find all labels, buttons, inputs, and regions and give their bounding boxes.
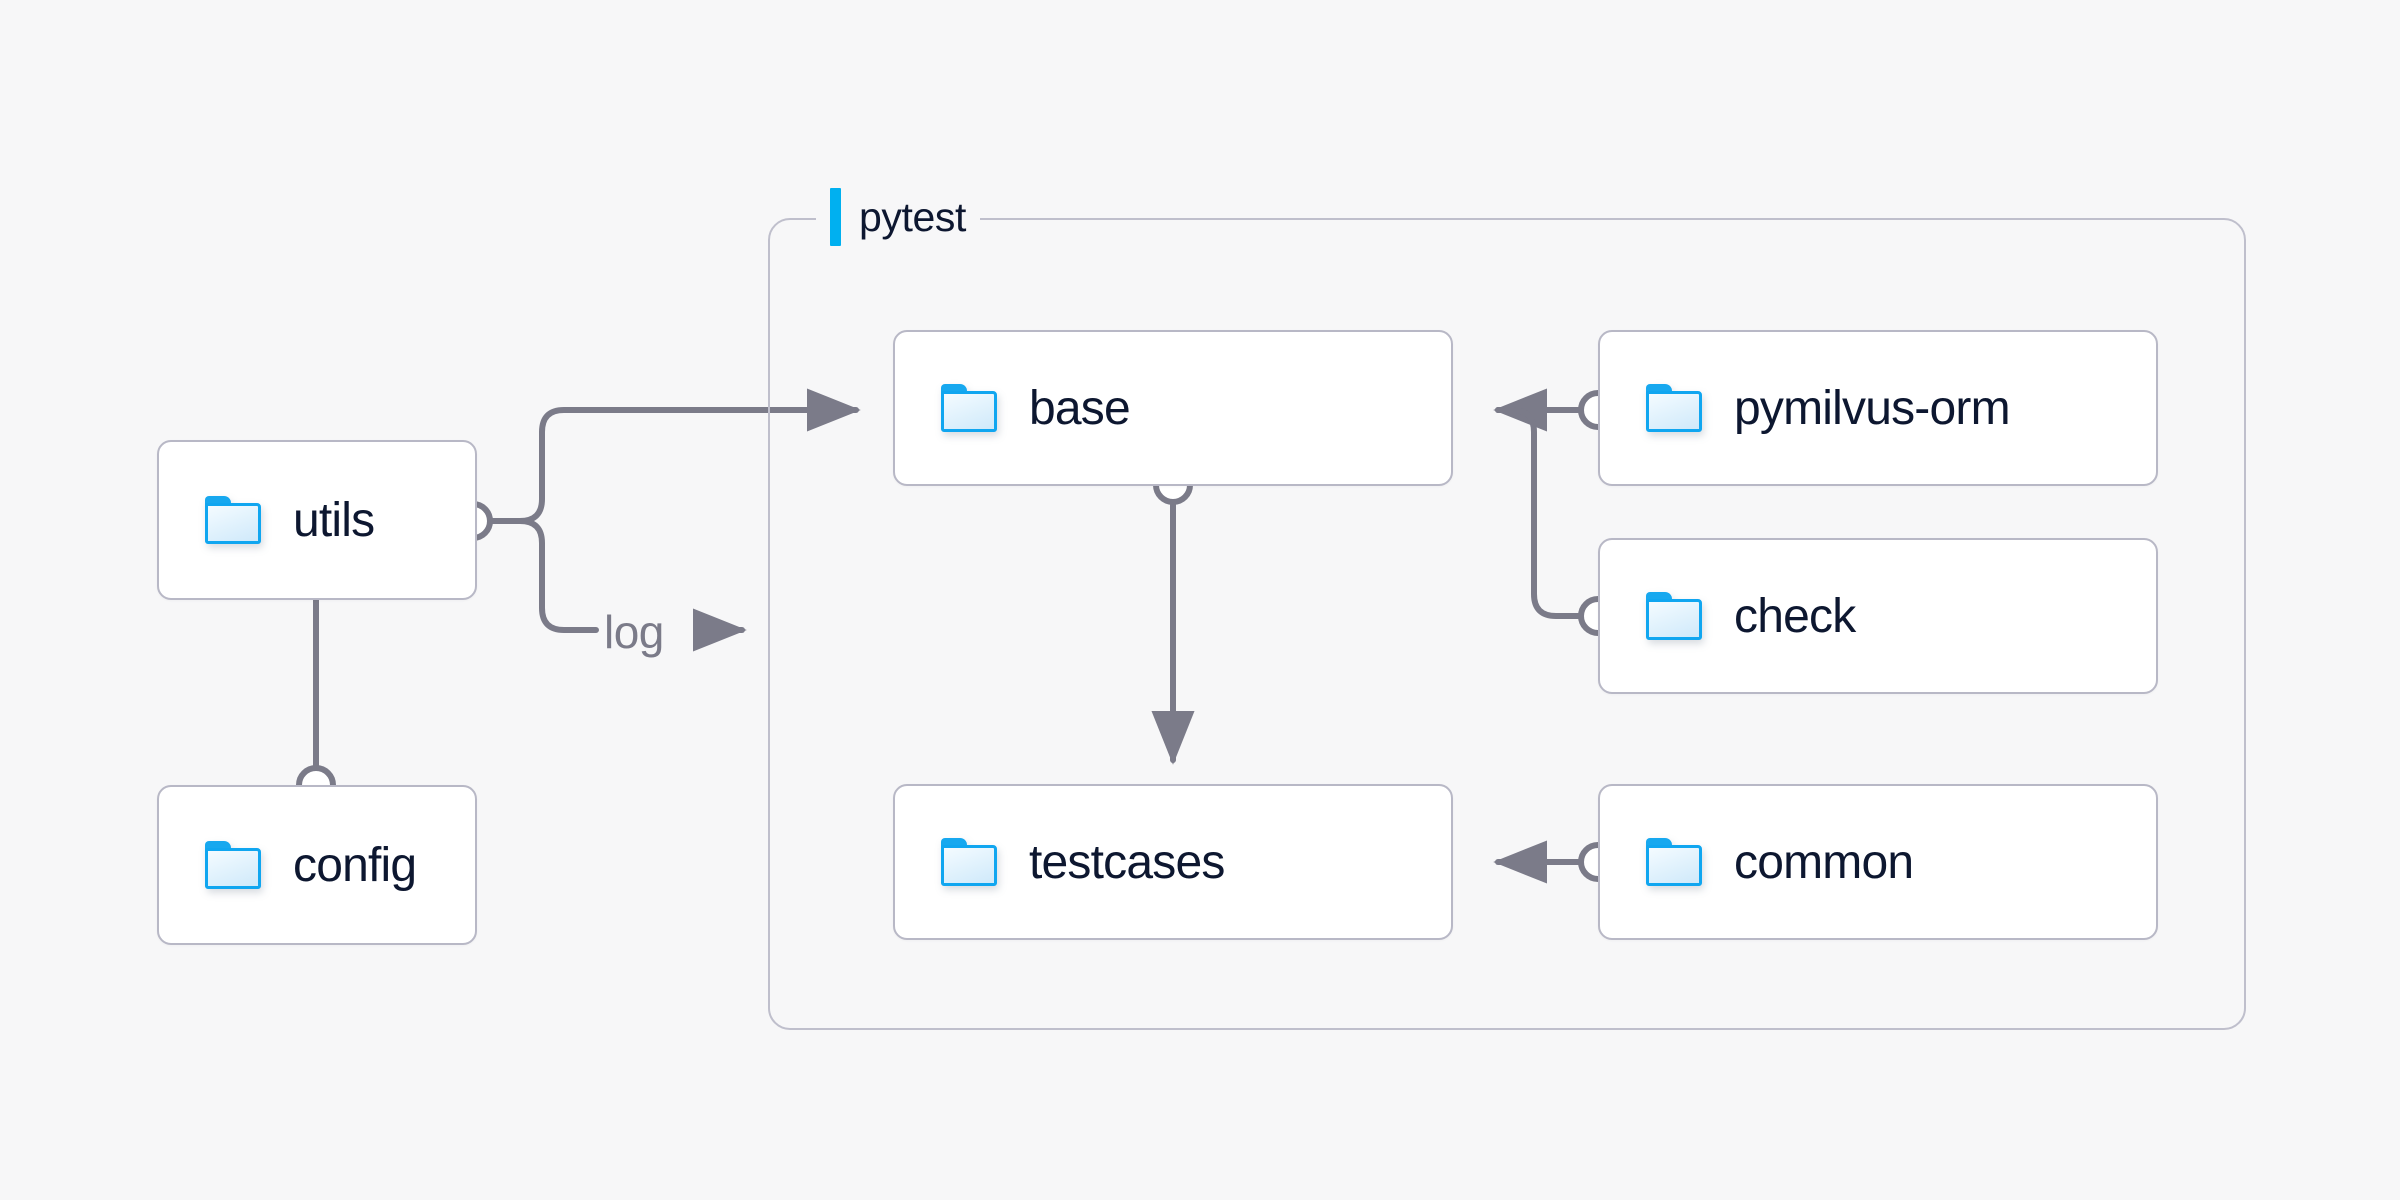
node-check[interactable]: check: [1598, 538, 2158, 694]
node-base-label: base: [1029, 381, 1131, 435]
node-utils-label: utils: [293, 493, 375, 547]
group-pytest-label-text: pytest: [859, 193, 966, 240]
folder-icon: [1646, 592, 1702, 640]
folder-icon: [941, 384, 997, 432]
group-pytest-label: pytest: [816, 188, 980, 246]
node-testcases[interactable]: testcases: [893, 784, 1453, 940]
node-check-label: check: [1734, 589, 1856, 643]
node-testcases-label: testcases: [1029, 835, 1225, 889]
node-utils[interactable]: utils: [157, 440, 477, 600]
folder-icon: [205, 496, 261, 544]
edge-utils-to-pytest-log: [487, 518, 747, 652]
folder-icon: [941, 838, 997, 886]
node-config-label: config: [293, 838, 417, 892]
node-common-label: common: [1734, 835, 1914, 889]
group-pytest[interactable]: [768, 218, 2246, 1030]
folder-icon: [1646, 838, 1702, 886]
node-common[interactable]: common: [1598, 784, 2158, 940]
accent-bar-icon: [830, 188, 841, 246]
edge-label-log: log: [604, 606, 664, 658]
folder-icon: [205, 841, 261, 889]
node-base[interactable]: base: [893, 330, 1453, 486]
node-pymilvus-orm[interactable]: pymilvus-orm: [1598, 330, 2158, 486]
node-pymilvus-orm-label: pymilvus-orm: [1734, 381, 2011, 435]
folder-icon: [1646, 384, 1702, 432]
node-config[interactable]: config: [157, 785, 477, 945]
